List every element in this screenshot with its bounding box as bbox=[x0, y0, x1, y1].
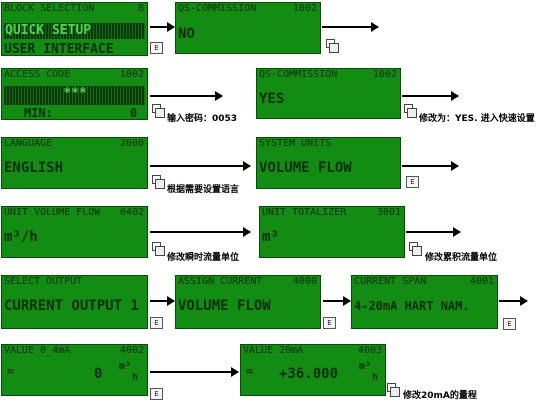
unit-numerator: m³ bbox=[119, 361, 132, 372]
arrow-icon bbox=[150, 367, 239, 377]
screen-code: 4003 bbox=[357, 345, 382, 356]
arrow-icon bbox=[150, 227, 251, 237]
arrow-icon bbox=[150, 296, 175, 306]
screen-code: 1002 bbox=[292, 3, 317, 14]
screen-unit-totalizer: UNIT TOTALIZER 3001 m³ bbox=[259, 206, 405, 258]
screen-title: SYSTEM UNITS bbox=[259, 138, 332, 149]
e-key-icon[interactable]: E bbox=[150, 388, 163, 400]
screen-title: VALUE 0_4mA bbox=[4, 345, 71, 356]
wave-icon: ≈ bbox=[246, 364, 254, 378]
wave-icon: ≈ bbox=[7, 364, 15, 378]
screen-title: UNIT TOTALIZER bbox=[262, 207, 347, 218]
e-key-icon[interactable]: E bbox=[323, 317, 336, 329]
screen-current-span: CURRENT SPAN 4001 4-20mA HART NAM. bbox=[351, 275, 498, 329]
screen-title: ACCESS CODE bbox=[4, 69, 71, 80]
access-code-input[interactable]: *** bbox=[4, 86, 145, 105]
screen-code: 3001 bbox=[376, 207, 401, 218]
enter-key-icon[interactable] bbox=[152, 175, 165, 189]
screen-value: NO bbox=[178, 26, 195, 42]
screen-block-selection: BLOCK SELECTION B QUICK SETUP USER INTERF… bbox=[1, 2, 148, 56]
screen-system-units: SYSTEM UNITS VOLUME FLOW bbox=[256, 137, 401, 189]
screen-value: 4-20mA HART NAM. bbox=[354, 299, 470, 313]
arrow-icon bbox=[402, 91, 459, 101]
arrow-icon bbox=[406, 227, 461, 237]
screen-title: QS-COMMISSION bbox=[178, 3, 257, 14]
note-access-code: 输入密码：0053 bbox=[167, 114, 238, 124]
arrow-icon bbox=[323, 296, 351, 306]
screen-access-code: ACCESS CODE 1002 *** MIN: 0 bbox=[1, 68, 148, 120]
note-value-20ma: 修改20mA的量程 bbox=[403, 391, 477, 401]
screen-code: 4002 bbox=[119, 345, 144, 356]
screen-title: ASSIGN CURRENT bbox=[178, 276, 263, 287]
e-key-icon[interactable]: E bbox=[406, 176, 419, 188]
screen-code: 1002 bbox=[119, 69, 144, 80]
screen-value: m³/h bbox=[4, 229, 38, 245]
screen-code: B bbox=[137, 3, 144, 14]
screen-value: CURRENT OUTPUT 1 bbox=[4, 298, 139, 314]
unit-denominator: h bbox=[372, 372, 379, 383]
e-key-icon[interactable]: E bbox=[150, 42, 163, 54]
screen-value: +36.000 bbox=[279, 366, 339, 382]
e-key-icon[interactable]: E bbox=[150, 317, 163, 329]
note-volume-flow: 修改瞬时流量单位 bbox=[167, 253, 240, 263]
e-key-icon[interactable]: E bbox=[503, 318, 516, 330]
unit-numerator: m³ bbox=[359, 361, 372, 372]
enter-key-icon[interactable] bbox=[152, 242, 165, 256]
screen-value: VOLUME FLOW bbox=[178, 298, 271, 314]
arrow-icon bbox=[150, 91, 223, 101]
screen-assign-current: ASSIGN CURRENT 4000 VOLUME FLOW bbox=[175, 275, 321, 329]
screen-code: 4000 bbox=[292, 276, 317, 287]
min-label: MIN: bbox=[24, 106, 53, 120]
arrow-icon bbox=[322, 22, 379, 32]
screen-unit-volume-flow: UNIT VOLUME FLOW 0402 m³/h bbox=[1, 206, 148, 258]
screen-title: UNIT VOLUME FLOW bbox=[4, 207, 101, 218]
screen-code: 2000 bbox=[119, 138, 144, 149]
enter-key-icon[interactable] bbox=[404, 104, 417, 118]
enter-key-icon[interactable] bbox=[387, 383, 400, 397]
note-language: 根据需要设置语言 bbox=[167, 185, 240, 195]
arrow-icon bbox=[402, 161, 459, 171]
screen-code: 1002 bbox=[372, 69, 397, 80]
screen-code: 4001 bbox=[469, 276, 494, 287]
screen-title: CURRENT SPAN bbox=[354, 276, 427, 287]
arrow-icon bbox=[150, 161, 251, 171]
screen-value: 0 bbox=[94, 366, 103, 382]
min-value: 0 bbox=[130, 106, 138, 120]
screen-value: m³ bbox=[262, 229, 279, 245]
screen-value: YES bbox=[259, 91, 285, 107]
arrow-icon bbox=[150, 22, 175, 32]
screen-qs-commission-yes: QS-COMMISSION 1002 YES bbox=[256, 68, 401, 119]
screen-title: VALUE 20mA bbox=[243, 345, 304, 356]
screen-value: ENGLISH bbox=[4, 160, 64, 176]
enter-key-icon[interactable] bbox=[152, 104, 165, 118]
screen-value-0-4ma: VALUE 0_4mA 4002 ≈ 0 m³ h bbox=[1, 344, 148, 396]
note-qs-yes: 修改为：YES. 进入快速设置 bbox=[419, 114, 535, 124]
enter-key-icon[interactable] bbox=[326, 39, 339, 53]
screen-title: BLOCK SELECTION bbox=[4, 3, 95, 14]
screen-value: VOLUME FLOW bbox=[259, 160, 352, 176]
unit-denominator: h bbox=[132, 372, 139, 383]
access-code-value: *** bbox=[63, 86, 87, 101]
screen-title: SELECT OUTPUT bbox=[4, 276, 83, 287]
screen-select-output: SELECT OUTPUT CURRENT OUTPUT 1 bbox=[1, 275, 148, 329]
screen-language: LANGUAGE 2000 ENGLISH bbox=[1, 137, 148, 189]
menu-item-user-interface[interactable]: USER INTERFACE bbox=[4, 42, 114, 56]
screen-title: LANGUAGE bbox=[4, 138, 53, 149]
screen-title: QS-COMMISSION bbox=[259, 69, 338, 80]
screen-qs-commission-no: QS-COMMISSION 1002 NO bbox=[175, 2, 321, 54]
screen-value-20ma: VALUE 20mA 4003 ≈ +36.000 m³ h bbox=[240, 344, 386, 396]
arrow-icon bbox=[499, 296, 528, 306]
screen-code: 0402 bbox=[119, 207, 144, 218]
note-totalizer: 修改累积流量单位 bbox=[425, 253, 498, 263]
menu-item-quick-setup[interactable]: QUICK SETUP bbox=[4, 23, 145, 39]
enter-key-icon[interactable] bbox=[409, 242, 422, 256]
